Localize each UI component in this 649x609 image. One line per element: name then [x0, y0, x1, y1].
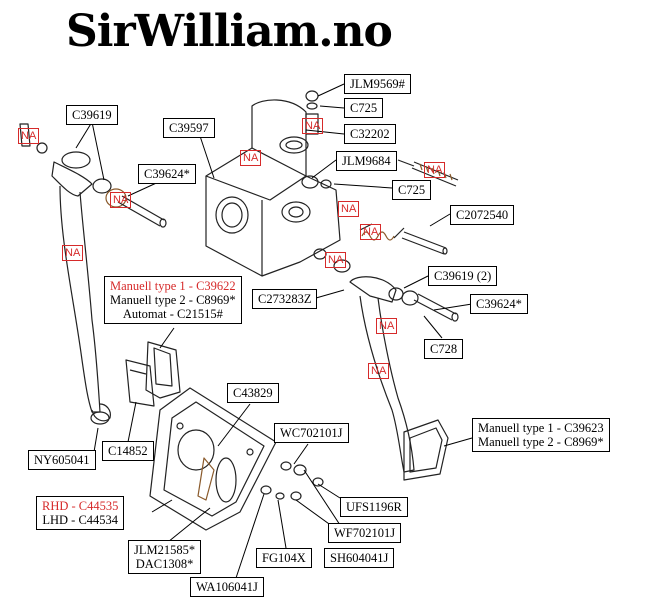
part-label-wc702101j[interactable]: WC702101J [274, 423, 349, 443]
left-pedal-arm [51, 161, 111, 425]
part-label-housing-plate[interactable]: RHD - C44535 LHD - C44534 [36, 496, 125, 530]
site-title: SirWilliam.no [66, 6, 393, 57]
jlm21585-line1: JLM21585* [134, 543, 196, 557]
left-pedal-pad [145, 341, 181, 399]
na-marker: NA [368, 363, 390, 379]
part-label-jlm9569[interactable]: JLM9569# [344, 74, 411, 94]
housing-plate-line2: LHD - C44534 [42, 513, 119, 527]
part-label-pedal-pad-right[interactable]: Manuell type 1 - C39623 Manuell type 2 -… [472, 418, 610, 452]
na-marker: NA [110, 192, 132, 208]
na-marker: NA [302, 118, 324, 134]
part-label-jlm21585[interactable]: JLM21585* DAC1308* [128, 540, 202, 574]
na-marker: NA [424, 162, 446, 178]
part-label-c725-mid[interactable]: C725 [392, 180, 432, 200]
na-marker: NA [338, 201, 360, 217]
pedal-pad-right-line2: Manuell type 2 - C8969* [478, 435, 604, 449]
na-marker: NA [376, 318, 398, 334]
part-label-c39619-left[interactable]: C39619 [66, 105, 118, 125]
leader-lines [75, 83, 473, 579]
right-pedal-arm [349, 276, 459, 473]
master-cylinder-housing [205, 99, 351, 277]
part-label-c273283z[interactable]: C273283Z [252, 289, 318, 309]
part-label-c14852[interactable]: C14852 [102, 441, 154, 461]
part-label-wf702101j[interactable]: WF702101J [328, 523, 402, 543]
part-label-c39624-left[interactable]: C39624* [138, 164, 196, 184]
part-label-ufs1196r[interactable]: UFS1196R [340, 497, 408, 517]
part-label-c43829[interactable]: C43829 [227, 383, 279, 403]
return-spring [359, 223, 405, 241]
small-bracket [125, 359, 155, 407]
part-label-c728[interactable]: C728 [424, 339, 464, 359]
na-marker: NA [360, 224, 382, 240]
pedal-pad-top-line2: Manuell type 2 - C8969* [110, 293, 236, 307]
pedal-pad-top-line3: Automat - C21515# [122, 307, 223, 321]
part-label-ny605041[interactable]: NY605041 [28, 450, 96, 470]
part-label-pedal-pad-top[interactable]: Manuell type 1 - C39622 Manuell type 2 -… [104, 276, 242, 324]
na-marker: NA [240, 150, 262, 166]
top-bolt-stack [305, 90, 319, 135]
part-label-sh604041j[interactable]: SH604041J [324, 548, 395, 568]
part-label-c32202[interactable]: C32202 [344, 124, 396, 144]
part-label-c725-top[interactable]: C725 [344, 98, 384, 118]
part-label-wa106041j[interactable]: WA106041J [190, 577, 264, 597]
na-marker: NA [18, 128, 40, 144]
na-marker: NA [325, 252, 347, 268]
fastener-set [260, 461, 324, 501]
na-marker: NA [62, 245, 84, 261]
pedal-box-plate [149, 387, 277, 531]
part-label-c2072540[interactable]: C2072540 [450, 205, 515, 225]
pedal-pad-right-line1: Manuell type 1 - C39623 [478, 421, 604, 435]
part-label-c39597[interactable]: C39597 [163, 118, 215, 138]
clevis-pin [401, 231, 448, 255]
jlm21585-line2: DAC1308* [135, 557, 194, 571]
right-pedal-pad [403, 419, 449, 481]
left-pivot-bushings [19, 123, 167, 228]
part-label-c39619-right[interactable]: C39619 (2) [428, 266, 498, 286]
part-label-jlm9684[interactable]: JLM9684 [336, 151, 397, 171]
pedal-pad-top-line1: Manuell type 1 - C39622 [110, 279, 236, 293]
part-label-c39624-right[interactable]: C39624* [470, 294, 528, 314]
housing-plate-line1: RHD - C44535 [42, 499, 119, 513]
part-label-fg104x[interactable]: FG104X [256, 548, 312, 568]
